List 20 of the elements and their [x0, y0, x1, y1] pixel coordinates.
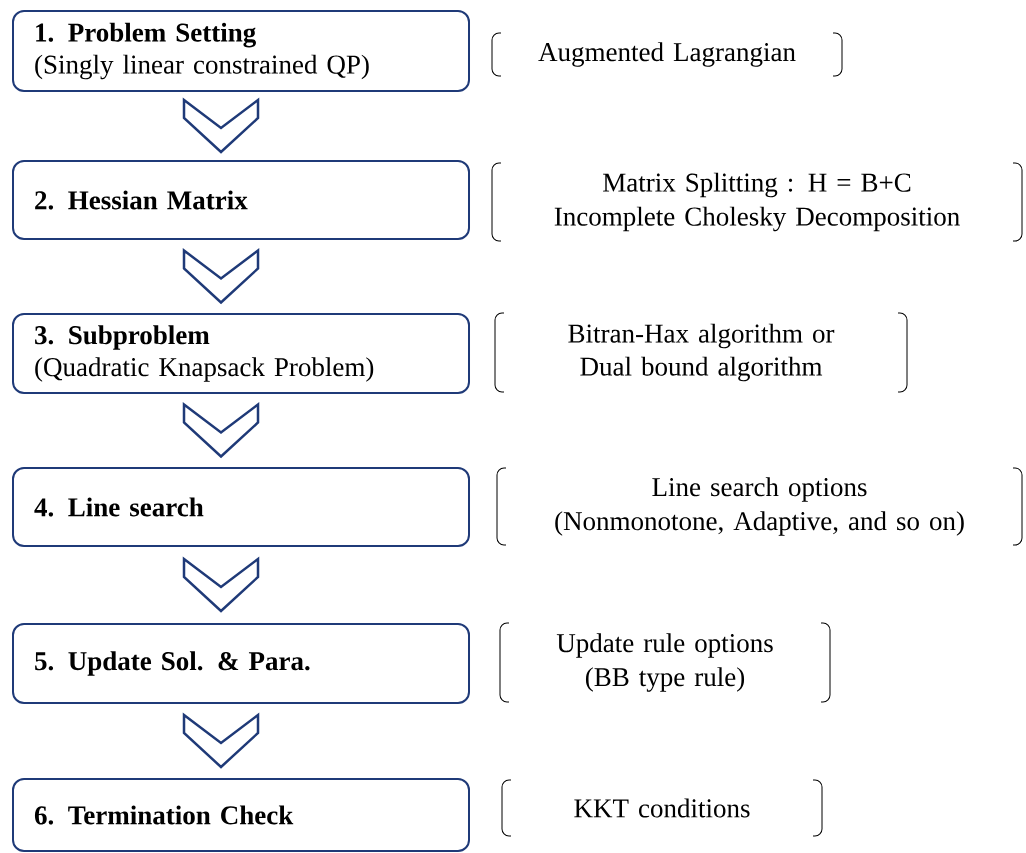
note-text: Augmented Lagrangian — [538, 42, 796, 67]
note-text: KKT conditions — [574, 798, 750, 818]
chevron-arrow — [182, 556, 260, 613]
step-box: 1. Problem Setting (Singly linear constrained QP) — [12, 10, 470, 92]
chevron-arrow — [182, 97, 260, 154]
note-text: Incomplete Cholesky Decomposition — [554, 206, 960, 232]
chevron-arrow — [182, 402, 260, 459]
note-text: Update rule options — [556, 633, 773, 658]
note-text: Line search options — [652, 477, 867, 502]
note-text: (Nonmonotone, Adaptive, and so on) — [555, 511, 964, 536]
step-box: 5. Update Sol. & Para. — [12, 623, 470, 704]
step-box: 6. Termination Check — [12, 778, 470, 852]
chevron-arrow — [182, 247, 260, 305]
step-box: 3. Subproblem (Quadratic Knapsack Problem) — [12, 313, 470, 394]
note-text: Bitran-Hax algorithm or Dual bound algorithm — [568, 323, 835, 382]
step-box: 4. Line search — [12, 467, 470, 547]
step-box: 2. Hessian Matrix — [12, 160, 470, 240]
note-text: Matrix Splitting : H = B+C — [603, 172, 911, 198]
note-text: (BB type rule) — [585, 667, 745, 692]
chevron-arrow — [182, 712, 260, 769]
